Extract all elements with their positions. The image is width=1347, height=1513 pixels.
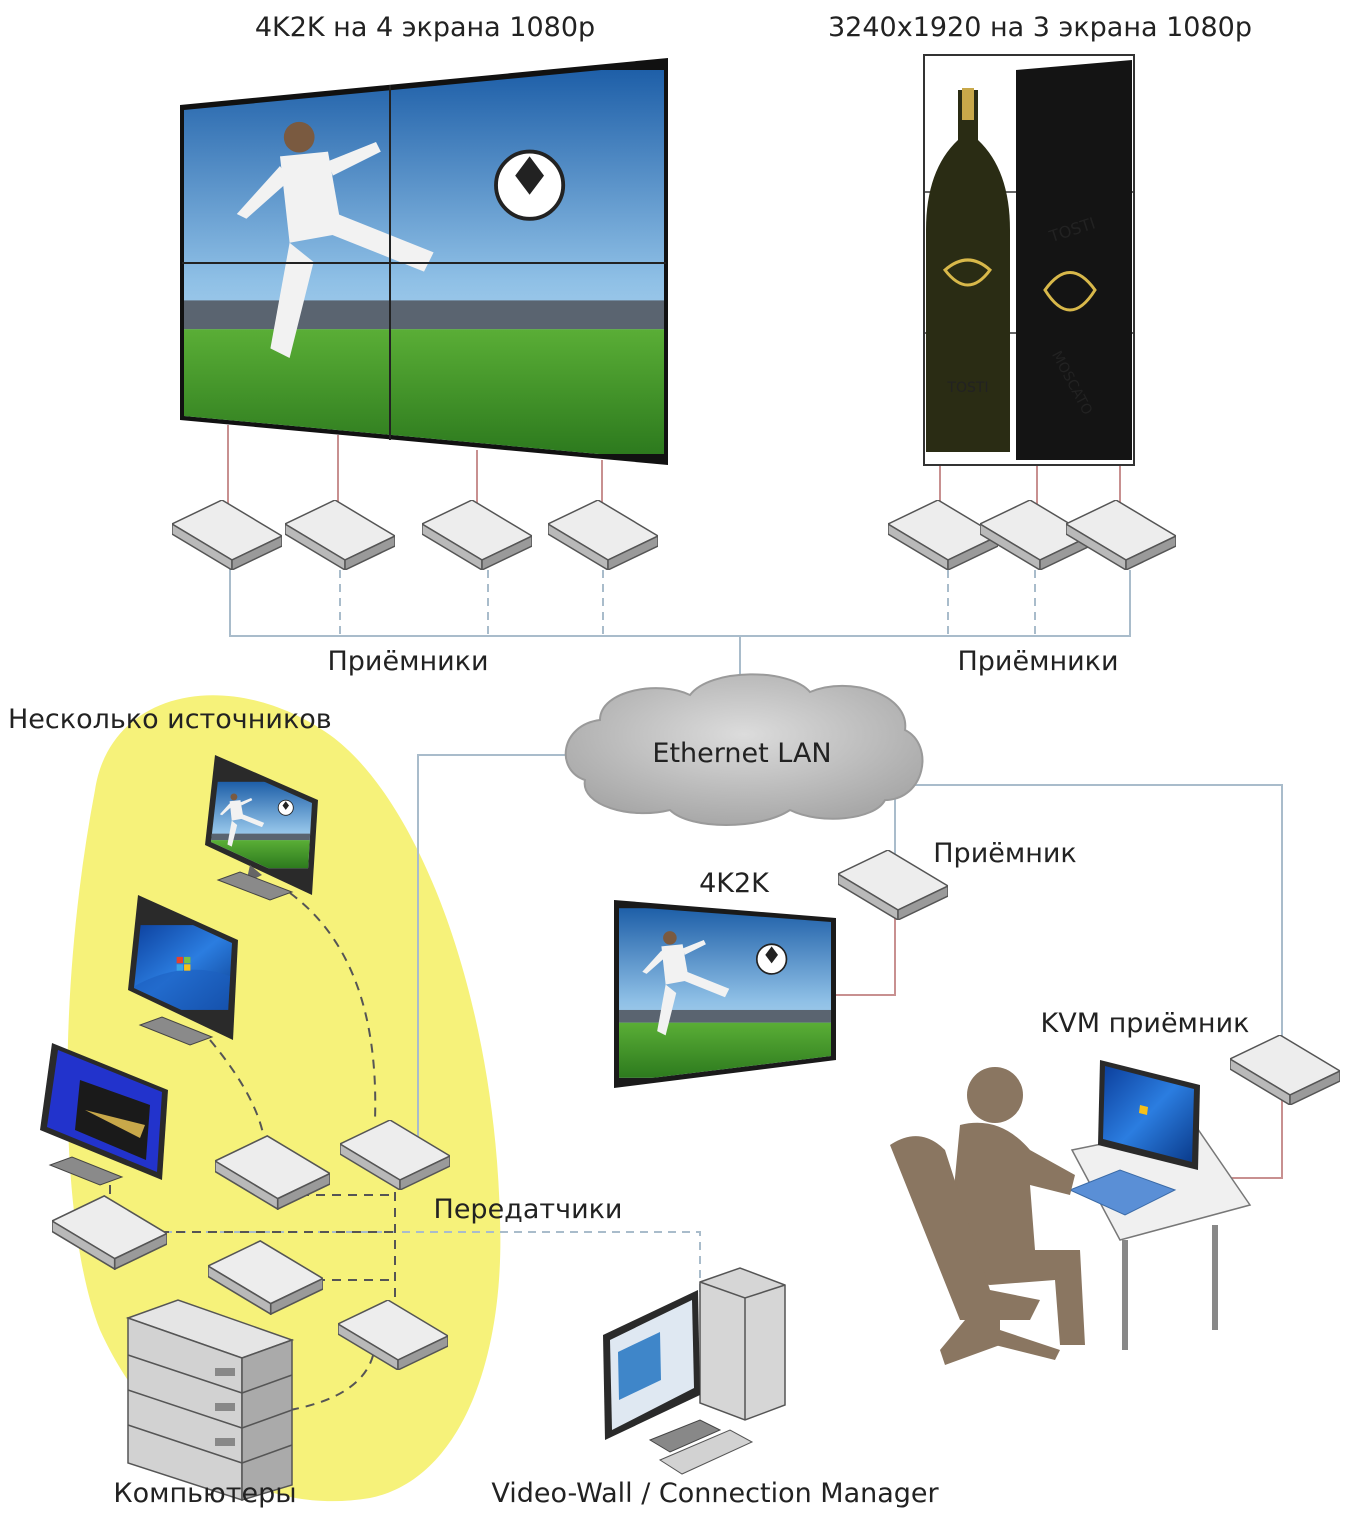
- source-monitor-windows: [128, 895, 238, 1046]
- receiver-device: [838, 850, 948, 920]
- source-monitor-media: [40, 1043, 168, 1186]
- receiver-device: [172, 500, 282, 570]
- wall-4k-title: 4K2K на 4 экрана 1080р: [255, 12, 595, 43]
- receivers-right-label: Приёмники: [957, 646, 1118, 677]
- receivers-left-label: Приёмники: [327, 646, 488, 677]
- computers-server-stack: [125, 1299, 295, 1502]
- manager-label: Video-Wall / Connection Manager: [491, 1478, 939, 1509]
- receiver-device: [548, 500, 658, 570]
- kvm-operator-scene: [890, 1060, 1252, 1365]
- sources-label: Несколько источников: [8, 704, 332, 735]
- bottle-brand-text: TOSTI: [946, 380, 988, 396]
- video-wall-4k: [180, 58, 668, 465]
- kvm-receiver-device: [1230, 1035, 1340, 1105]
- ethernet-cloud: [564, 673, 924, 826]
- operator-silhouette: [890, 1067, 1085, 1365]
- computers-label: Компьютеры: [113, 1478, 296, 1509]
- receiver-device: [1066, 500, 1176, 570]
- receiver-device: [285, 500, 395, 570]
- video-wall-3-screen: TOSTI TOSTI MOSCATO: [923, 54, 1135, 466]
- receiver-single-label: Приёмник: [933, 838, 1076, 869]
- source-monitor-stadium: [205, 755, 318, 901]
- receiver-device: [422, 500, 532, 570]
- display-4k-label: 4K2K: [699, 868, 770, 899]
- manager-workstation: [603, 1267, 786, 1475]
- gift-box-image: TOSTI MOSCATO: [1016, 60, 1132, 460]
- wine-bottle-image: TOSTI: [926, 88, 1010, 452]
- sources-highlight-area: [67, 695, 501, 1502]
- diagram-labels: 4K2K на 4 экрана 1080р 3240x1920 на 3 эк…: [8, 12, 1252, 1509]
- transmitters-label: Передатчики: [434, 1194, 623, 1225]
- receivers-row: [172, 500, 1176, 570]
- wall-3-title: 3240x1920 на 3 экрана 1080р: [828, 12, 1252, 43]
- kvm-receiver-label: KVM приёмник: [1041, 1008, 1250, 1039]
- ethernet-lan-label: Ethernet LAN: [652, 738, 831, 769]
- display-4k: [614, 900, 836, 1088]
